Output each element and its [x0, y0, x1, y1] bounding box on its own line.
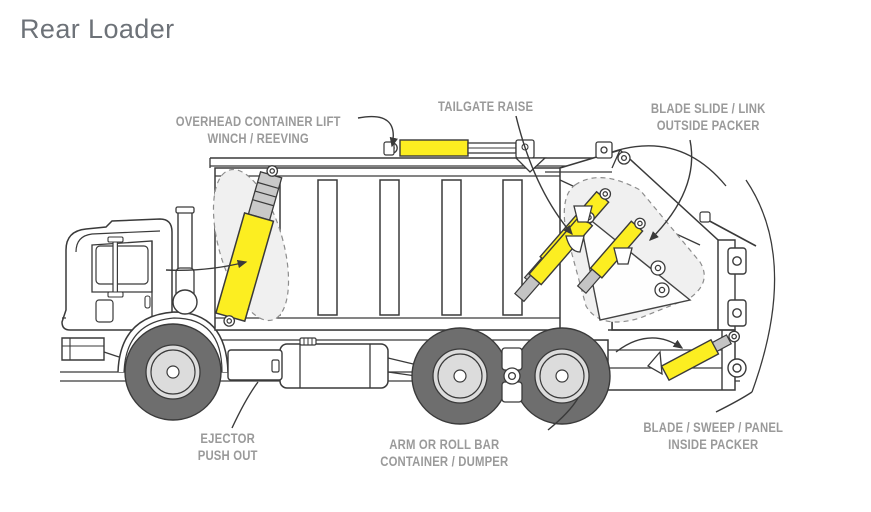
callout-line: OVERHEAD CONTAINER LIFT — [175, 114, 341, 129]
tailgate-assembly — [514, 141, 776, 393]
leader-ejector — [231, 381, 259, 429]
callout-ejector-push-out: EJECTOR PUSH OUT — [198, 430, 258, 464]
callout-line: INSIDE PACKER — [668, 437, 759, 452]
front-wheel — [124, 323, 222, 421]
leader-blade-slide — [649, 139, 693, 241]
rear-wheel-forward — [411, 327, 509, 425]
callout-overhead-container-lift: OVERHEAD CONTAINER LIFT WINCH / REEVING — [176, 113, 341, 147]
callout-blade-sweep-inside-packer: BLADE / SWEEP / PANEL INSIDE PACKER — [643, 419, 783, 453]
leader-arm-roll-bar — [547, 397, 579, 431]
tailgate-raise-cylinder-group — [383, 139, 547, 173]
exhaust-stack — [172, 206, 198, 315]
mirror — [107, 236, 124, 298]
leader-overhead-to-tailgate-cyl — [357, 115, 398, 148]
callout-line: PUSH OUT — [197, 448, 258, 463]
callout-line: OUTSIDE PACKER — [656, 118, 760, 133]
page-title: Rear Loader — [20, 14, 175, 44]
callout-line: BLADE / SWEEP / PANEL — [643, 420, 784, 435]
refuse-body — [209, 157, 618, 331]
leader-overhead-lift — [165, 259, 248, 271]
tandem-suspension — [501, 347, 523, 403]
inside-packer-cylinder-group — [615, 328, 742, 382]
rear-wheel-aft — [513, 327, 611, 425]
callout-line: BLADE SLIDE / LINK — [650, 101, 766, 116]
callout-blade-slide-outside-packer: BLADE SLIDE / LINK OUTSIDE PACKER — [651, 100, 766, 134]
callout-arm-or-roll-bar: ARM OR ROLL BAR CONTAINER / DUMPER — [380, 436, 508, 470]
leader-tailgate-raise — [515, 115, 573, 236]
callout-line: ARM OR ROLL BAR — [389, 437, 500, 452]
callout-line: WINCH / REEVING — [207, 131, 309, 146]
leader-blade-sweep — [715, 391, 753, 413]
leader-lines — [165, 115, 753, 431]
callout-tailgate-raise: TAILGATE RAISE — [438, 98, 533, 115]
callout-line: CONTAINER / DUMPER — [380, 454, 509, 469]
callout-line: TAILGATE RAISE — [438, 99, 534, 114]
ejector-cylinder-group — [227, 337, 431, 389]
callout-line: EJECTOR — [200, 431, 255, 446]
